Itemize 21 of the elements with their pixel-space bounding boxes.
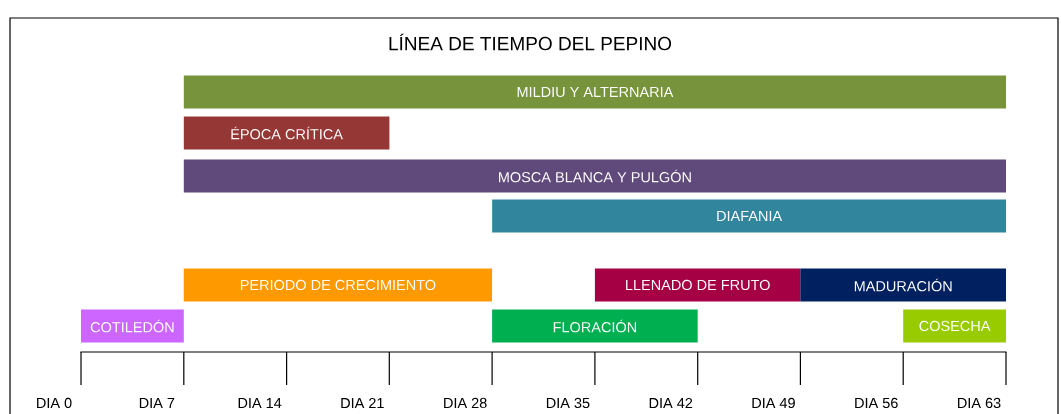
timeline-bar: MOSCA BLANCA Y PULGÓN [183,159,1006,193]
timeline-bar: MILDIU Y ALTERNARIA [183,75,1006,109]
axis-label: DIA 14 [238,398,282,408]
axis-label: DIA 7 [139,398,175,408]
timeline-bar: LLENADO DE FRUTO [594,268,801,302]
timeline-bar: COTILEDÓN [81,309,184,343]
timeline-bar: DIAFANIA [492,199,1007,233]
axis-label: DIA 56 [855,397,898,409]
timeline-bar: PERIODO DE CRECIMIENTO [183,268,493,302]
axis-label: DIA 49 [752,397,795,409]
timeline-bar: COSECHA [903,309,1006,343]
axis-label: DIA 21 [341,397,384,409]
timeline-bar: FLORACIÓN [492,309,698,343]
axis-label: DIA 28 [444,397,487,409]
title: LÍNEA DE TIEMPO DEL PEPINO [389,33,672,51]
timeline-bar: MADURACIÓN [800,268,1006,302]
axis-label: DIA 35 [546,397,590,409]
timeline-bar: ÉPOCA CRÍTICA [183,116,390,150]
axis-label: DIA 0 [37,397,72,409]
axis-label: DIA 42 [649,397,693,409]
axis-label: DIA 63 [958,397,1001,409]
